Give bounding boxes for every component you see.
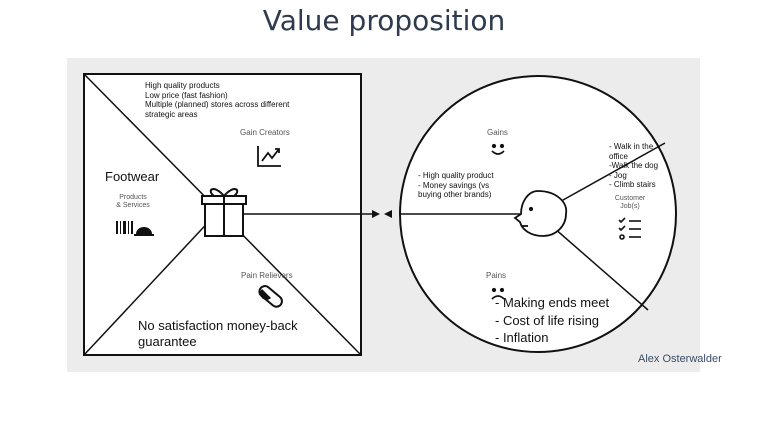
checklist-icon	[618, 217, 641, 240]
gain-creators-line: Low price (fast fashion)	[145, 90, 228, 100]
gains-label: Gains	[487, 128, 508, 137]
smile-icon	[491, 143, 505, 155]
pains-text: - Making ends meet - Cost of life rising…	[495, 294, 609, 347]
products-label: Products & Services	[108, 194, 158, 211]
gift-icon	[201, 188, 247, 237]
products-note: Footwear	[105, 169, 160, 184]
pain-relievers-text: No satisfaction money-back guarantee	[138, 318, 298, 349]
gains-line: - High quality product	[418, 171, 494, 180]
jobs-line: office	[609, 151, 628, 161]
customer-jobs-label-line: Job(s)	[620, 203, 640, 211]
service-bell-icon	[134, 227, 154, 236]
pill-icon	[258, 285, 283, 308]
pains-line: - Cost of life rising	[495, 312, 600, 328]
author-credit: Alex Osterwalder	[638, 353, 722, 365]
customer-jobs-label-line: Customer	[614, 195, 646, 202]
jobs-line: - Jog	[609, 170, 627, 180]
trend-chart-icon	[257, 146, 281, 167]
customer-jobs-text: - Walk in the office -Walk the dog - Jog…	[609, 142, 658, 190]
gains-line: buying other brands)	[418, 190, 492, 200]
gain-creators-line: High quality products	[145, 81, 220, 90]
frown-icon	[491, 287, 505, 300]
fit-arrow-left	[372, 210, 380, 218]
products-label-line: Products	[119, 194, 147, 201]
jobs-line: -Walk the dog	[609, 161, 659, 171]
products-label-line: & Services	[116, 202, 150, 210]
customer-jobs-label: Customer Job(s)	[608, 195, 652, 212]
gain-creators-label: Gain Creators	[240, 128, 290, 137]
page-title: Value proposition	[262, 4, 506, 37]
pains-line: - Making ends meet	[495, 295, 610, 310]
gain-creators-text: High quality products Low price (fast fa…	[145, 81, 289, 119]
gains-line: - Money savings (vs	[418, 180, 490, 190]
pain-relievers-label: Pain Relievers	[241, 271, 293, 280]
face-profile-icon	[513, 190, 568, 237]
jobs-line: - Climb stairs	[609, 180, 656, 190]
gain-creators-line: Multiple (planned) stores across differe…	[145, 100, 290, 110]
gains-text: - High quality product - Money savings (…	[418, 171, 494, 200]
pains-line: - Inflation	[495, 330, 549, 346]
jobs-line: - Walk in the	[609, 142, 654, 151]
fit-arrow-right	[384, 210, 392, 218]
value-map-diagonal-2	[83, 214, 216, 356]
gain-creators-line: strategic areas	[145, 109, 198, 119]
barcode-icon	[116, 221, 133, 234]
pain-relievers-line: guarantee	[138, 333, 197, 349]
pain-relievers-line: No satisfaction money-back	[138, 318, 298, 333]
pains-label: Pains	[486, 271, 507, 280]
